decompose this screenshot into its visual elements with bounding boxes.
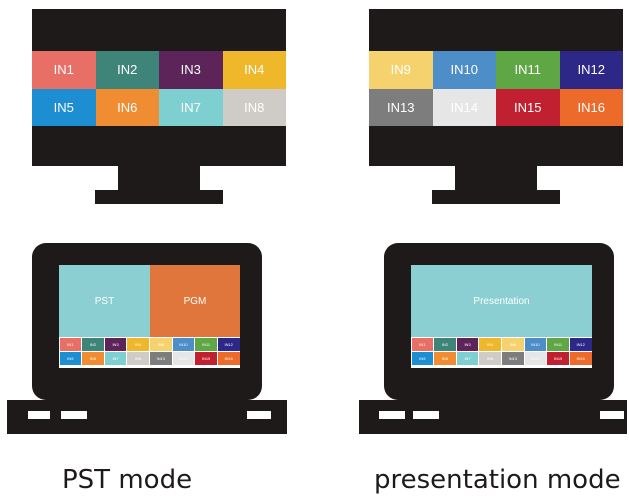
input-tile: IN6 (95, 88, 159, 126)
pgm-pane: PGM (150, 265, 240, 337)
laptop-left-slot-2 (61, 411, 87, 419)
laptop-right-slot-1 (379, 411, 405, 419)
mini-input-tile: IN16 (217, 352, 240, 365)
mini-input-tile: IN9 (502, 338, 524, 351)
pst-pane: PST (59, 265, 150, 337)
mini-input-tile: IN11 (195, 338, 217, 351)
presentation-pane-label: Presentation (473, 295, 530, 307)
mini-input-tile: IN2 (82, 338, 104, 351)
input-tile: IN1 (32, 51, 96, 89)
mini-input-tile: IN10 (524, 338, 547, 351)
laptop-left-slot-1 (28, 411, 50, 419)
laptop-left-base (7, 400, 287, 434)
input-tile: IN13 (369, 88, 433, 126)
caption-presentation-mode: presentation mode (374, 465, 621, 495)
input-tile: IN3 (159, 51, 223, 89)
mini-input-tile: IN4 (479, 338, 501, 351)
mini-input-tile: IN10 (172, 338, 195, 351)
mini-input-tile: IN6 (82, 352, 104, 365)
input-tile: IN11 (496, 51, 560, 89)
input-tile: IN2 (95, 51, 159, 89)
mini-input-tile: IN11 (547, 338, 569, 351)
input-tile: IN16 (559, 88, 623, 126)
mini-input-tile: IN13 (502, 352, 524, 365)
pst-pane-label: PST (94, 295, 115, 307)
mini-input-tile: IN15 (195, 352, 217, 365)
mini-input-tile: IN8 (479, 352, 501, 365)
monitor-left-foot (95, 190, 223, 204)
mini-input-tile: IN5 (411, 352, 434, 365)
mini-input-tile: IN3 (456, 338, 479, 351)
mini-input-tile: IN7 (456, 352, 479, 365)
mini-input-tile: IN13 (150, 352, 172, 365)
input-tile: IN15 (496, 88, 560, 126)
caption-pst-mode: PST mode (62, 465, 193, 495)
input-tile: IN4 (222, 51, 286, 89)
mini-input-tile: IN7 (104, 352, 127, 365)
mini-input-tile: IN12 (217, 338, 240, 351)
mini-input-tile: IN6 (434, 352, 456, 365)
mini-input-tile: IN16 (569, 352, 592, 365)
input-tile: IN12 (559, 51, 623, 89)
mini-input-tile: IN9 (150, 338, 172, 351)
laptop-right-slot-3 (600, 411, 624, 419)
input-tile: IN7 (159, 88, 223, 126)
mini-input-tile: IN5 (59, 352, 82, 365)
monitor-right-foot (432, 190, 560, 204)
mini-input-tile: IN1 (59, 338, 82, 351)
laptop-right-slot-2 (413, 411, 439, 419)
mini-input-tile: IN4 (127, 338, 149, 351)
mini-input-tile: IN15 (547, 352, 569, 365)
mini-input-tile: IN14 (172, 352, 195, 365)
mini-input-tile: IN3 (104, 338, 127, 351)
input-tile: IN5 (32, 88, 96, 126)
input-tile: IN8 (222, 88, 286, 126)
presentation-pane: Presentation (411, 265, 592, 337)
input-tile: IN9 (369, 51, 433, 89)
mini-input-tile: IN1 (411, 338, 434, 351)
input-tile: IN10 (432, 51, 496, 89)
laptop-left-slot-3 (247, 411, 271, 419)
pgm-pane-label: PGM (183, 295, 207, 307)
mini-input-tile: IN14 (524, 352, 547, 365)
mini-input-tile: IN2 (434, 338, 456, 351)
mini-input-tile: IN12 (569, 338, 592, 351)
input-tile: IN14 (432, 88, 496, 126)
mini-input-tile: IN8 (127, 352, 149, 365)
